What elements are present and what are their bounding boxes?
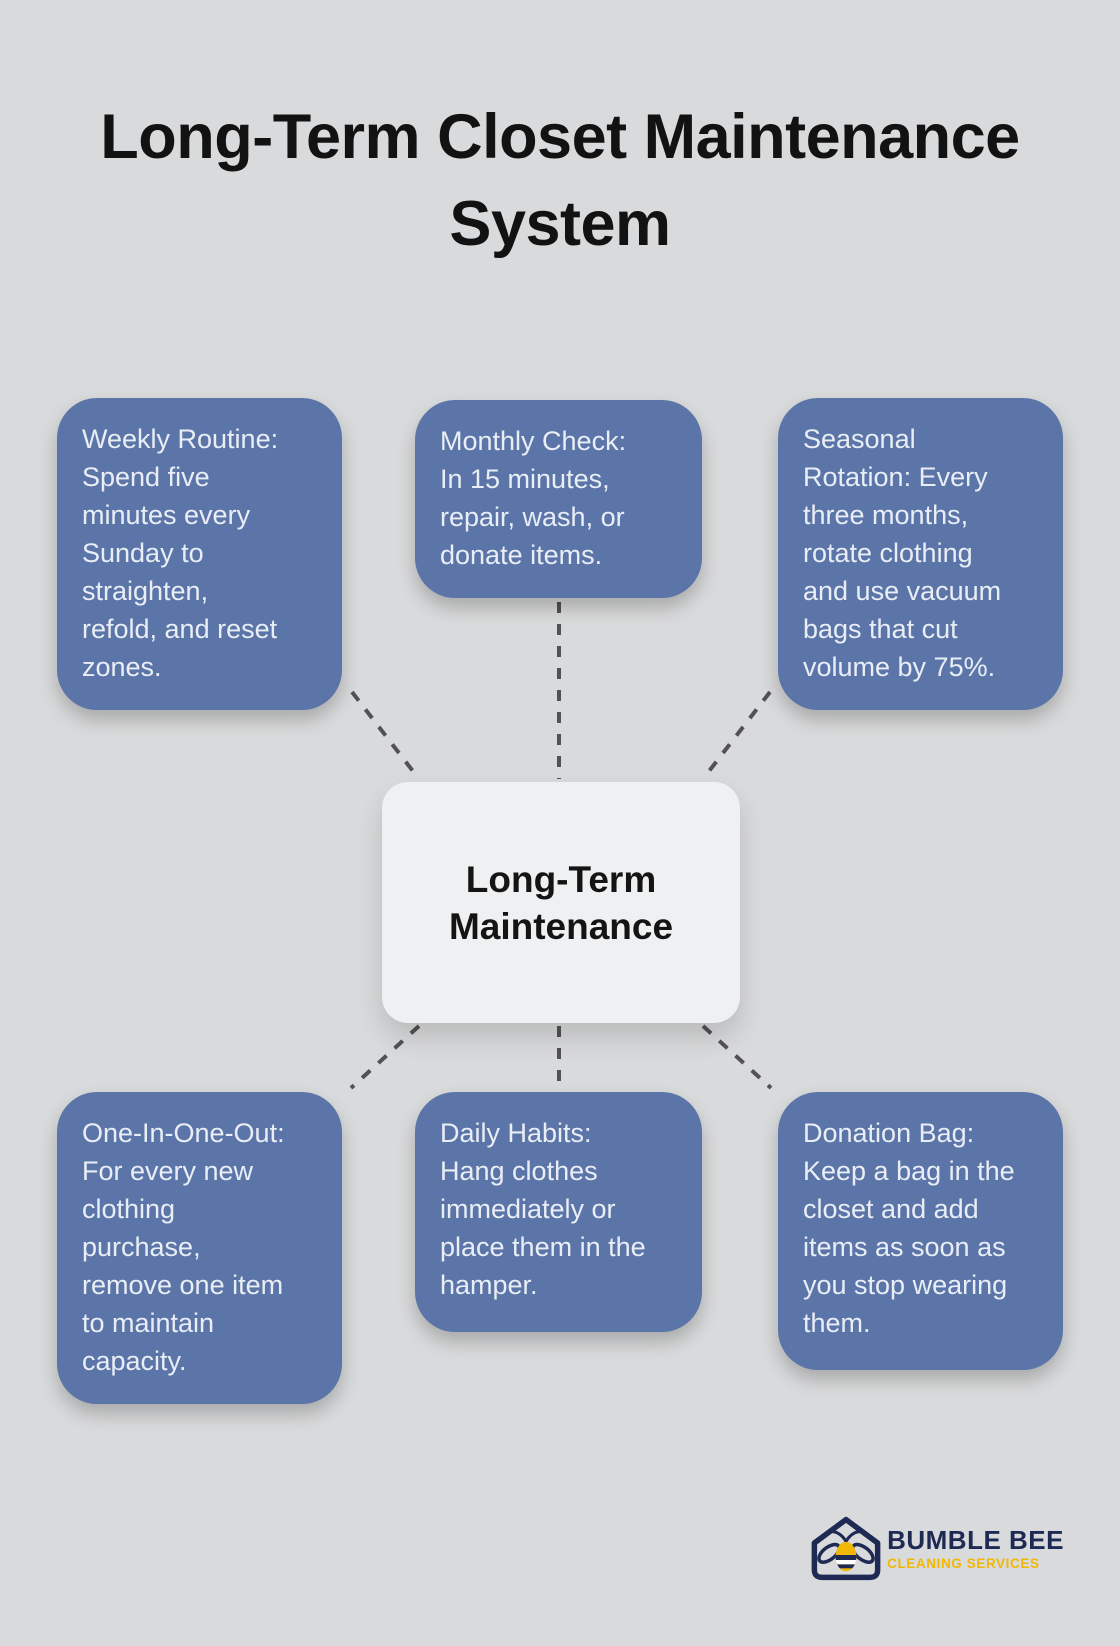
node-monthly-check-text: Monthly Check: In 15 minutes, repair, wa…	[440, 426, 627, 570]
node-weekly-routine-text: Weekly Routine: Spend five minutes every…	[82, 424, 279, 682]
node-one-in-one-out: One-In-One-Out: For every new clothing p…	[57, 1092, 342, 1404]
brand-name: BUMBLE BEE	[887, 1524, 1064, 1555]
node-seasonal-rotation: Seasonal Rotation: Every three months, r…	[778, 398, 1063, 710]
center-node-label: Long-Term Maintenance	[448, 858, 674, 947]
brand-logo: BUMBLE BEE CLEANING SERVICES	[810, 1516, 1064, 1582]
node-daily-habits-text: Daily Habits: Hang clothes immediately o…	[440, 1118, 646, 1300]
connector-bottom-right-diagonal	[701, 1024, 773, 1090]
brand-tagline: CLEANING SERVICES	[887, 1556, 1040, 1572]
node-weekly-routine: Weekly Routine: Spend five minutes every…	[57, 398, 342, 710]
page-title: Long-Term Closet Maintenance System	[100, 102, 1020, 259]
node-donation-bag-text: Donation Bag: Keep a bag in the closet a…	[803, 1118, 1015, 1338]
node-center-long-term-maintenance: Long-Term Maintenance	[382, 782, 740, 1023]
bee-in-house-icon	[811, 1516, 881, 1581]
brand-logo-text: BUMBLE BEE CLEANING SERVICES	[887, 1524, 1064, 1572]
connector-top-left-diagonal	[350, 690, 421, 781]
node-one-in-one-out-text: One-In-One-Out: For every new clothing p…	[82, 1118, 285, 1376]
connector-bottom-left-diagonal	[349, 1024, 421, 1090]
connector-top-right-diagonal	[701, 690, 772, 781]
node-monthly-check: Monthly Check: In 15 minutes, repair, wa…	[415, 400, 702, 598]
node-donation-bag: Donation Bag: Keep a bag in the closet a…	[778, 1092, 1063, 1370]
node-daily-habits: Daily Habits: Hang clothes immediately o…	[415, 1092, 702, 1332]
node-seasonal-rotation-text: Seasonal Rotation: Every three months, r…	[803, 424, 1002, 682]
